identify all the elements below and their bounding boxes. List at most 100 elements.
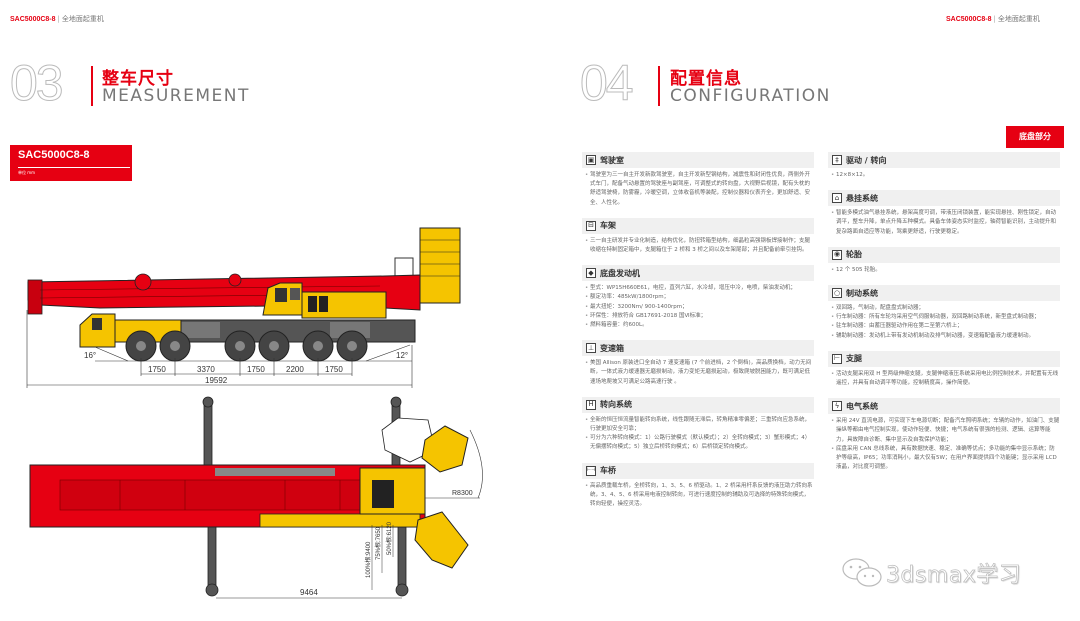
config-item-engine: ◆ 底盘发动机 型式：WP15H660E61，电控，直列六缸，水冷却，增压中冷，电… [582, 265, 814, 330]
outrigger-span: 9464 [300, 588, 318, 597]
item-title: 电气系统 [846, 401, 878, 411]
section-title-cn: 配置信息 [670, 69, 742, 89]
section-divider [91, 66, 93, 106]
rear-departure-angle: 12° [396, 351, 408, 360]
config-item-gearbox: ⊥ 变速箱 美国 Allison 原装进口全自动 7 速变速箱 (7 个前进档，2… [582, 340, 814, 387]
left-page: SAC5000C8-8|全地面起重机 03 整车尺寸 MEASUREMENT S… [10, 14, 483, 599]
frame-icon: ⊟ [586, 220, 596, 231]
section-number: 04 [580, 55, 635, 111]
config-item-frame: ⊟ 车架 三一自主研发并专业化制造，结构优化，防扭转箱型结构，细晶粒高强钢板焊接制… [582, 217, 814, 255]
item-bullet: 行车制动器：所有车轮均采用空气伺服制动器，双回路制动系统，新型盘式制动器； [830, 313, 1060, 322]
item-bullet: 美国 Allison 原装进口全自动 7 速变速箱 (7 个前进档，2 个倒档)… [584, 359, 814, 387]
item-bullet: 驾驶室为三一自主开发新款驾驶室，自主开发新型钢结构，减震性和封闭性优良，两侧外开… [584, 171, 814, 208]
right-page: SAC5000C8-8|全地面起重机 04 配置信息 CONFIGURATION… [540, 0, 1080, 621]
front-approach-angle: 16° [84, 351, 96, 360]
outrigger-icon: ⊢ [832, 353, 842, 364]
item-bullet: 采用 24V 直流电源，可实现下车电源切断；配备汽车照明系统；车辆的动作，如油门… [830, 417, 1060, 445]
config-item-electrical: ϟ 电气系统 采用 24V 直流电源，可实现下车电源切断；配备汽车照明系统；车辆的… [828, 398, 1060, 472]
header-model: SAC5000C8-8 [946, 16, 992, 23]
steering-icon: H [586, 399, 596, 410]
item-bullet: 双回路，气制动，配盘盘式制动器； [830, 304, 1060, 313]
header-separator: | [993, 15, 996, 23]
item-bullet: 12 个 505 轮胎。 [830, 266, 1060, 275]
item-bullet: 环保性：排放符合 GB17691-2018 国Ⅵ标准； [584, 312, 814, 321]
item-bullet: 底盘采用 CAN 总线系统，具有数据快速、稳定、准确等优点；多功能的集中显示系统… [830, 445, 1060, 473]
model-label-box: SAC5000C8-8 单位 mm [10, 145, 132, 181]
item-bullet: 12×8×12。 [830, 171, 1060, 180]
outrigger-width-100: 100%根:9400 [364, 541, 372, 578]
config-item-brake: ○ 制动系统 双回路，气制动，配盘盘式制动器； 行车制动器：所有车轮均采用空气伺服… [828, 285, 1060, 341]
item-title: 驱动 / 转向 [846, 155, 887, 165]
electrical-icon: ϟ [832, 401, 842, 412]
tail-swing-radius: R8300 [452, 490, 473, 497]
item-bullet: 活动支腿采用双 H 型两级伸缩支腿，支腿伸缩液压系统采用电比例控制技术，并配置有… [830, 370, 1060, 388]
config-item-suspension: ⌂ 悬挂系统 智能多模式油气悬挂系统，悬架高度可调，带液压闭锁装置，能实现悬挂、刚… [828, 190, 1060, 237]
item-title: 变速箱 [600, 343, 624, 353]
model-name: SAC5000C8-8 [18, 149, 90, 161]
watermark-text: 3dsmax学习 [886, 563, 1022, 589]
item-bullet: 辅助制动器：发动机上带有发动机制动及排气制动器，变速箱配备液力缓速制动。 [830, 332, 1060, 341]
config-column-left: ▣ 驾驶室 驾驶室为三一自主开发新款驾驶室，自主开发新型钢结构，减震性和封闭性优良… [582, 152, 814, 519]
item-bullet: 可分为六种转向模式：1）公路行驶模式（默认模式）；2）全转向模式；3）蟹形模式；… [584, 434, 814, 452]
running-header: SAC5000C8-8|全地面起重机 [946, 14, 1040, 24]
axle-spacing-4: 2200 [286, 365, 304, 374]
item-bullet: 全新的恒压恒流量智能转向系统，线性跟随无滞后，转角精准零偏差；三重转向应急系统，… [584, 416, 814, 434]
section-title-en: MEASUREMENT [102, 86, 250, 106]
axle-spacing-5: 1750 [325, 365, 343, 374]
watermark: 3dsmax学习 [840, 556, 1021, 590]
item-bullet: 型式：WP15H660E61，电控，直列六缸，水冷却，增压中冷，电喷，柴油发动机… [584, 284, 814, 293]
config-item-drive: ‡ 驱动 / 转向 12×8×12。 [828, 152, 1060, 180]
section-title-cn: 整车尺寸 [102, 69, 174, 89]
item-title: 转向系统 [600, 400, 632, 410]
outrigger-width-75: 75%根:7650 [374, 526, 382, 560]
item-bullet: 智能多模式油气悬挂系统，悬架高度可调，带液压闭锁装置，能实现悬挂、刚性锁定，自动… [830, 209, 1060, 237]
item-title: 车架 [600, 221, 616, 231]
config-item-tire: ◉ 轮胎 12 个 505 轮胎。 [828, 246, 1060, 275]
item-title: 车桥 [600, 466, 616, 476]
item-title: 驾驶室 [600, 155, 624, 165]
item-title: 支腿 [846, 354, 862, 364]
gearbox-icon: ⊥ [586, 343, 596, 354]
crane-side-view: 16° 12° 1750 3370 1750 2200 1750 19592 [26, 227, 461, 388]
section-divider [658, 66, 660, 106]
axle-icon: ⊢⊣ [586, 465, 596, 476]
header-model: SAC5000C8-8 [10, 16, 56, 23]
cab-icon: ▣ [586, 155, 596, 165]
item-bullet: 高品质重载车桥，全桥转向，1、3、5、6 桥驱动。1、2 桥采用杆系反馈的液压助… [584, 482, 814, 510]
model-box-rule [18, 167, 130, 168]
config-item-steering: H 转向系统 全新的恒压恒流量智能转向系统，线性跟随无滞后，转角精准零偏差；三重转… [582, 396, 814, 453]
item-title: 悬挂系统 [846, 193, 878, 203]
outrigger-width-50: 50%根:6120 [385, 521, 393, 555]
config-item-axle: ⊢⊣ 车桥 高品质重载车桥，全桥转向，1、3、5、6 桥驱动。1、2 桥采用杆系反… [582, 462, 814, 510]
overall-length: 19592 [205, 376, 228, 385]
item-bullet: 驻车制动器：由蓄压器驱动作用在第二至第六桥上； [830, 322, 1060, 331]
section-number: 03 [10, 55, 65, 111]
config-column-right: ‡ 驱动 / 转向 12×8×12。 ⌂ 悬挂系统 智能多模式油气悬挂系统，悬架高度… [828, 152, 1060, 482]
unit-label: 单位 mm [18, 170, 36, 175]
axle-spacing-1: 1750 [148, 365, 166, 374]
item-title: 制动系统 [846, 288, 878, 298]
tire-icon: ◉ [832, 249, 842, 260]
drive-icon: ‡ [832, 155, 842, 165]
axle-spacing-2: 3370 [197, 365, 215, 374]
config-item-outrigger: ⊢ 支腿 活动支腿采用双 H 型两级伸缩支腿，支腿伸缩液压系统采用电比例控制技术，… [828, 350, 1060, 388]
brake-icon: ○ [832, 288, 842, 299]
header-separator: | [57, 15, 60, 23]
config-item-cab: ▣ 驾驶室 驾驶室为三一自主开发新款驾驶室，自主开发新型钢结构，减震性和封闭性优良… [582, 152, 814, 208]
section-title-en: CONFIGURATION [670, 86, 831, 106]
item-bullet: 燃料箱容量：约600L。 [584, 321, 814, 330]
wechat-icon [842, 558, 882, 587]
item-title: 轮胎 [846, 250, 862, 260]
suspension-icon: ⌂ [832, 193, 842, 204]
axle-spacing-3: 1750 [247, 365, 265, 374]
header-subtitle: 全地面起重机 [997, 15, 1040, 23]
item-bullet: 最大扭矩：3200Nm/ 900-1400rpm； [584, 303, 814, 312]
running-header: SAC5000C8-8|全地面起重机 [10, 14, 104, 24]
item-bullet: 三一自主研发并专业化制造，结构优化，防扭转箱型结构，细晶粒高强钢板焊接制作；支腿… [584, 237, 814, 255]
item-bullet: 额定功率：485kW/1800rpm； [584, 293, 814, 302]
engine-icon: ◆ [586, 268, 596, 279]
crane-top-view: R8300 100%根:9400 75%根:7650 50%根:6120 946… [29, 396, 483, 599]
category-tag-chassis: 底盘部分 [1006, 126, 1064, 148]
item-title: 底盘发动机 [600, 268, 640, 278]
header-subtitle: 全地面起重机 [61, 15, 104, 23]
